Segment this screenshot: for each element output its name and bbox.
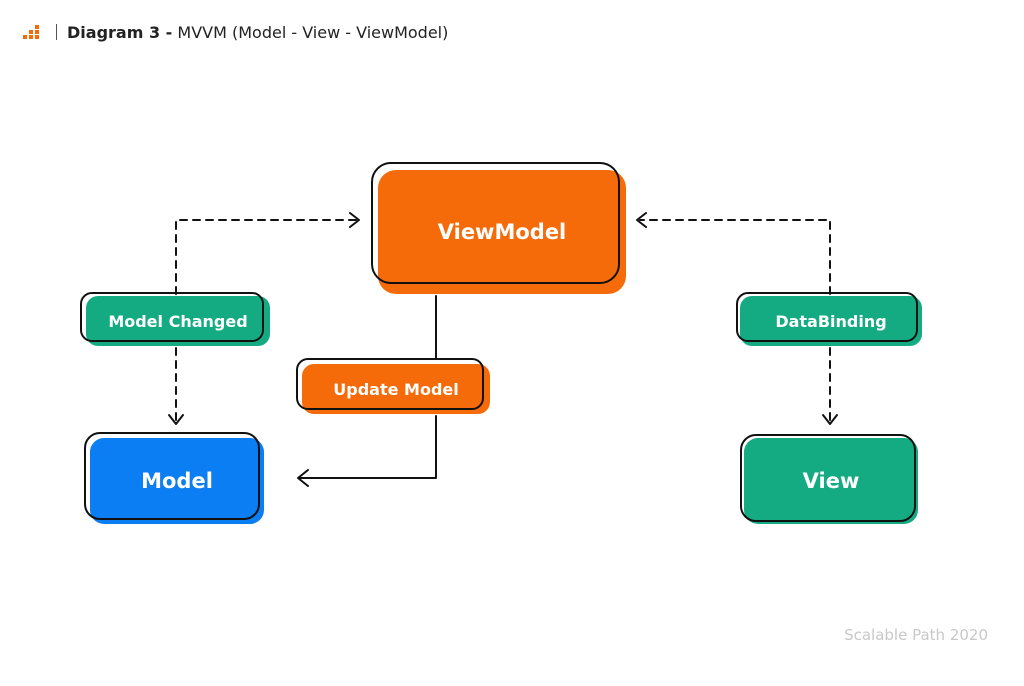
diagram-header: Diagram 3 - MVVM (Model - View - ViewMod…	[22, 20, 448, 44]
databinding-node: DataBinding	[736, 292, 922, 346]
model-changed-label: Model Changed	[108, 311, 248, 331]
viewmodel-left-arrowhead	[349, 212, 360, 228]
page-title: Diagram 3 - MVVM (Model - View - ViewMod…	[67, 23, 448, 42]
model-changed-to-viewmodel-connector	[175, 219, 357, 295]
view-node: View	[740, 434, 918, 524]
footer-credit: Scalable Path 2020	[844, 626, 988, 644]
databinding-label: DataBinding	[775, 311, 887, 331]
databinding-to-viewmodel-connector	[639, 219, 831, 295]
title-text: MVVM (Model - View - ViewModel)	[177, 22, 449, 42]
viewmodel-node: ViewModel	[371, 162, 626, 294]
update-model-to-model-connector	[299, 415, 437, 479]
model-label: Model	[141, 469, 213, 493]
update-model-node: Update Model	[296, 358, 490, 414]
viewmodel-right-arrowhead	[636, 212, 647, 228]
view-arrowhead	[822, 414, 838, 425]
view-label: View	[802, 469, 860, 493]
model-changed-node: Model Changed	[80, 292, 270, 346]
header-divider	[56, 24, 57, 40]
update-model-arrowhead	[297, 469, 309, 487]
model-node: Model	[84, 432, 264, 524]
scalable-path-logo-icon	[23, 25, 39, 39]
model-arrowhead	[168, 414, 184, 425]
viewmodel-label: ViewModel	[437, 220, 567, 244]
update-model-label: Update Model	[333, 379, 459, 399]
title-prefix: Diagram 3 -	[67, 22, 173, 42]
